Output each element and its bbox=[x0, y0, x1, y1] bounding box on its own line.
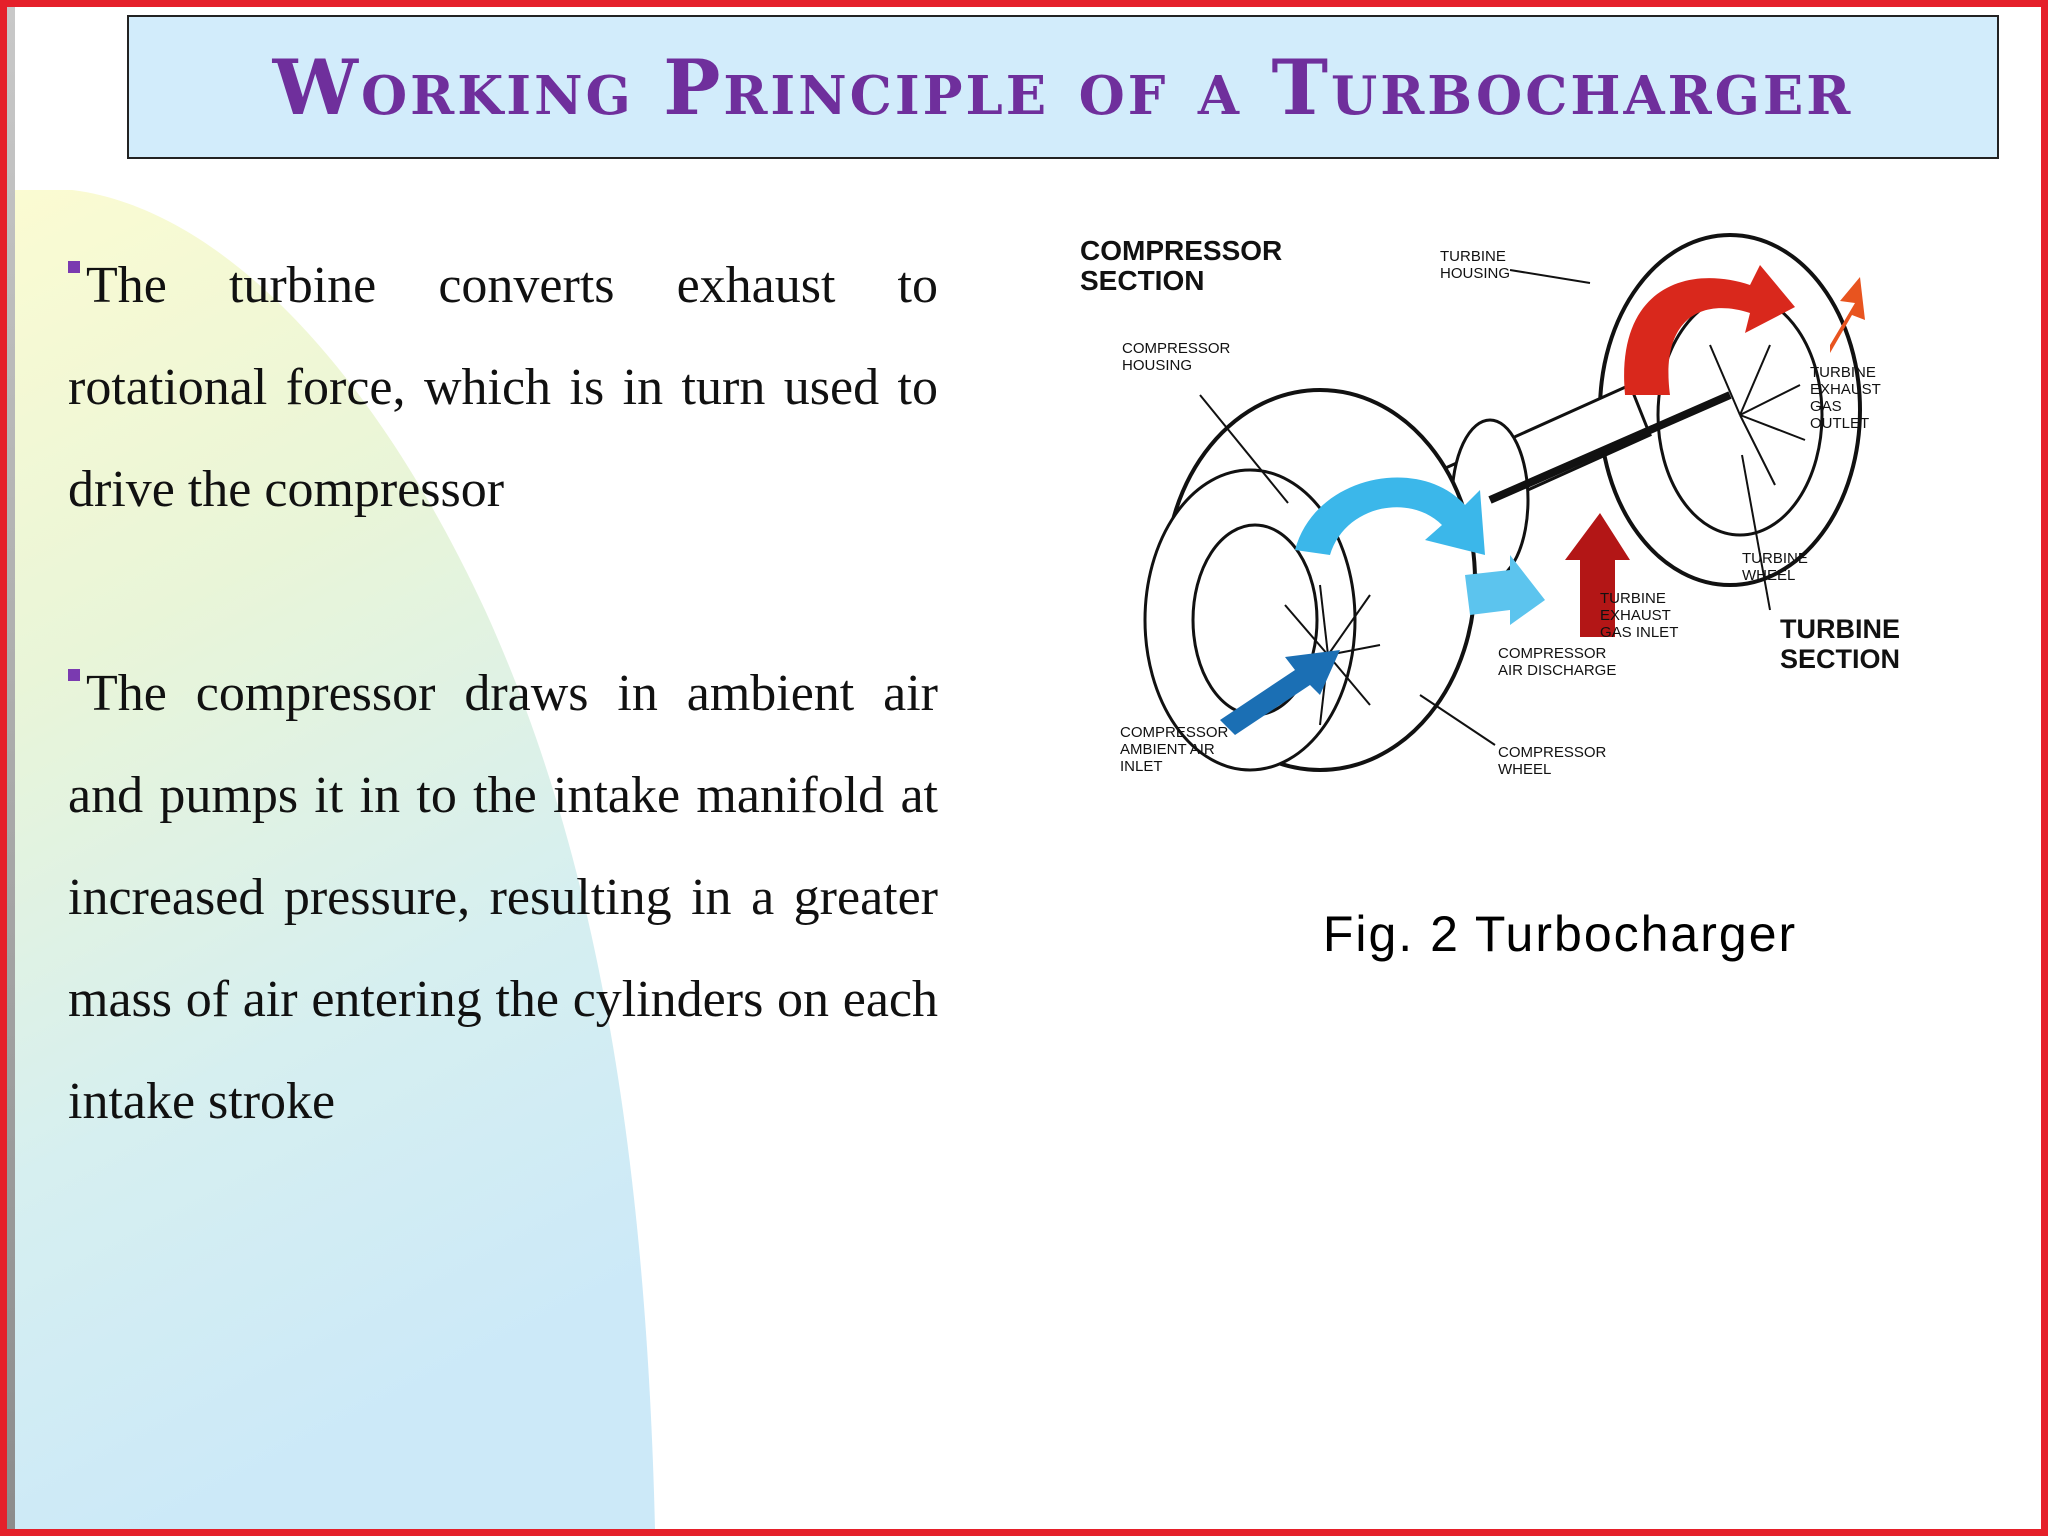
label-compressor-inlet: INLET bbox=[1120, 758, 1163, 775]
title-banner: Working Principle of a Turbocharger bbox=[127, 15, 1999, 159]
label-turbine-section: TURBINE bbox=[1780, 614, 1900, 644]
square-bullet-icon bbox=[68, 261, 80, 273]
label-turbine-gas-inlet: EXHAUST bbox=[1600, 607, 1671, 624]
label-compressor-housing: HOUSING bbox=[1122, 357, 1192, 374]
label-turbine-exhaust-outlet: EXHAUST bbox=[1810, 381, 1881, 398]
label-compressor-wheel: WHEEL bbox=[1498, 761, 1551, 778]
label-turbine-wheel: TURBINE bbox=[1742, 550, 1808, 567]
left-edge-bar bbox=[7, 7, 15, 1529]
label-compressor-housing: COMPRESSOR bbox=[1122, 340, 1231, 357]
bullet-text: The turbine converts exhaust to rotation… bbox=[68, 257, 938, 518]
label-compressor-air-discharge: AIR DISCHARGE bbox=[1498, 662, 1616, 679]
label-compressor-air-discharge: COMPRESSOR bbox=[1498, 645, 1607, 662]
label-compressor-section: COMPRESSOR bbox=[1080, 235, 1282, 266]
label-turbine-wheel: WHEEL bbox=[1742, 567, 1795, 584]
square-bullet-icon bbox=[68, 669, 80, 681]
background-swoosh bbox=[15, 190, 655, 1529]
slide-title: Working Principle of a Turbocharger bbox=[272, 42, 1854, 132]
bullet-item: The compressor draws in ambient air and … bbox=[68, 643, 938, 1153]
label-turbine-housing: TURBINE bbox=[1440, 248, 1506, 265]
label-turbine-section: SECTION bbox=[1780, 644, 1900, 674]
turbocharger-diagram: COMPRESSOR SECTION COMPRESSOR HOUSING TU… bbox=[1080, 233, 1900, 778]
label-compressor-inlet: AMBIENT AIR bbox=[1120, 741, 1215, 758]
bullet-item: The turbine converts exhaust to rotation… bbox=[68, 235, 938, 541]
label-compressor-wheel: COMPRESSOR bbox=[1498, 744, 1607, 761]
label-turbine-exhaust-outlet: TURBINE bbox=[1810, 364, 1876, 381]
label-compressor-section: SECTION bbox=[1080, 265, 1204, 296]
label-compressor-inlet: COMPRESSOR bbox=[1120, 724, 1229, 741]
label-turbine-housing: HOUSING bbox=[1440, 265, 1510, 282]
label-turbine-exhaust-outlet: GAS bbox=[1810, 398, 1842, 415]
bullet-list: The turbine converts exhaust to rotation… bbox=[68, 235, 938, 1153]
label-turbine-gas-inlet: TURBINE bbox=[1600, 590, 1666, 607]
label-turbine-exhaust-outlet: OUTLET bbox=[1810, 415, 1869, 432]
label-turbine-gas-inlet: GAS INLET bbox=[1600, 624, 1678, 641]
figure-caption: Fig. 2 Turbocharger bbox=[1322, 906, 1798, 962]
bullet-text: The compressor draws in ambient air and … bbox=[68, 665, 938, 1130]
